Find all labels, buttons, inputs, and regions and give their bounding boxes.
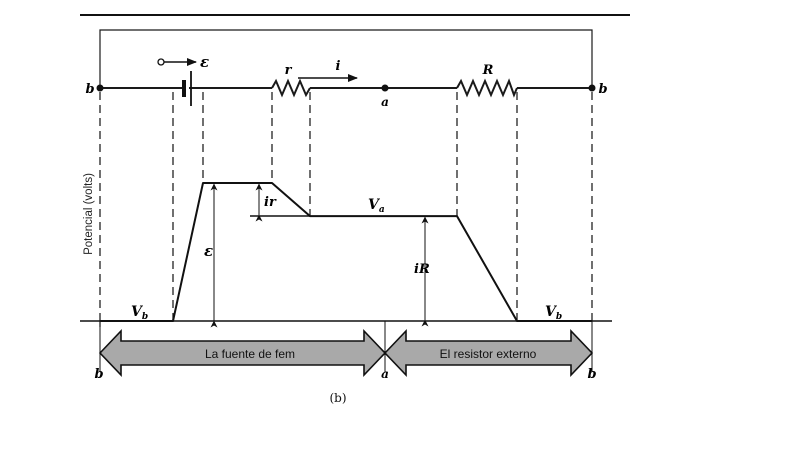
node-a bbox=[381, 84, 389, 92]
node-left-b-label: b bbox=[85, 82, 94, 97]
external-region-label: El resistor externo bbox=[440, 347, 537, 361]
region-left-b-label: b bbox=[94, 367, 103, 382]
emf-label: ε bbox=[200, 53, 209, 71]
emf-rise-label: ε bbox=[204, 242, 213, 260]
y-axis-label: Potencial (volts) bbox=[83, 173, 95, 255]
potential-curve bbox=[100, 182, 592, 322]
node-a-label: a bbox=[381, 95, 389, 109]
battery-icon bbox=[182, 71, 192, 106]
node-left-b bbox=[96, 84, 104, 92]
external-resistor-label: R bbox=[482, 63, 494, 78]
circuit: ε r i R b a b bbox=[85, 29, 608, 109]
vb-right-label: Vb bbox=[545, 304, 562, 322]
node-right-b-label: b bbox=[598, 82, 607, 97]
vb-left-label: Vb bbox=[131, 304, 148, 322]
internal-drop-label: ir bbox=[264, 195, 277, 210]
external-drop-label: iR bbox=[414, 262, 430, 277]
external-resistor-icon bbox=[456, 78, 518, 98]
potential-graph: Potencial (volts) ε ir iR Vb Va Vb bbox=[80, 173, 612, 328]
current-label: i bbox=[336, 59, 341, 74]
return-wire bbox=[99, 29, 593, 88]
internal-resistor-label: r bbox=[285, 63, 293, 78]
internal-resistor-icon bbox=[271, 78, 311, 98]
region-a-label: a bbox=[381, 367, 389, 381]
region-arrows: La fuente de fem El resistor externo b a… bbox=[94, 321, 597, 382]
va-label: Va bbox=[368, 197, 385, 215]
source-region-label: La fuente de fem bbox=[205, 347, 295, 361]
emf-direction-arrow-icon bbox=[157, 58, 197, 66]
figure-caption: (b) bbox=[329, 391, 346, 405]
projection-lines bbox=[99, 92, 593, 321]
node-right-b bbox=[588, 84, 596, 92]
region-right-b-label: b bbox=[587, 367, 596, 382]
external-region-arrow bbox=[383, 329, 594, 377]
